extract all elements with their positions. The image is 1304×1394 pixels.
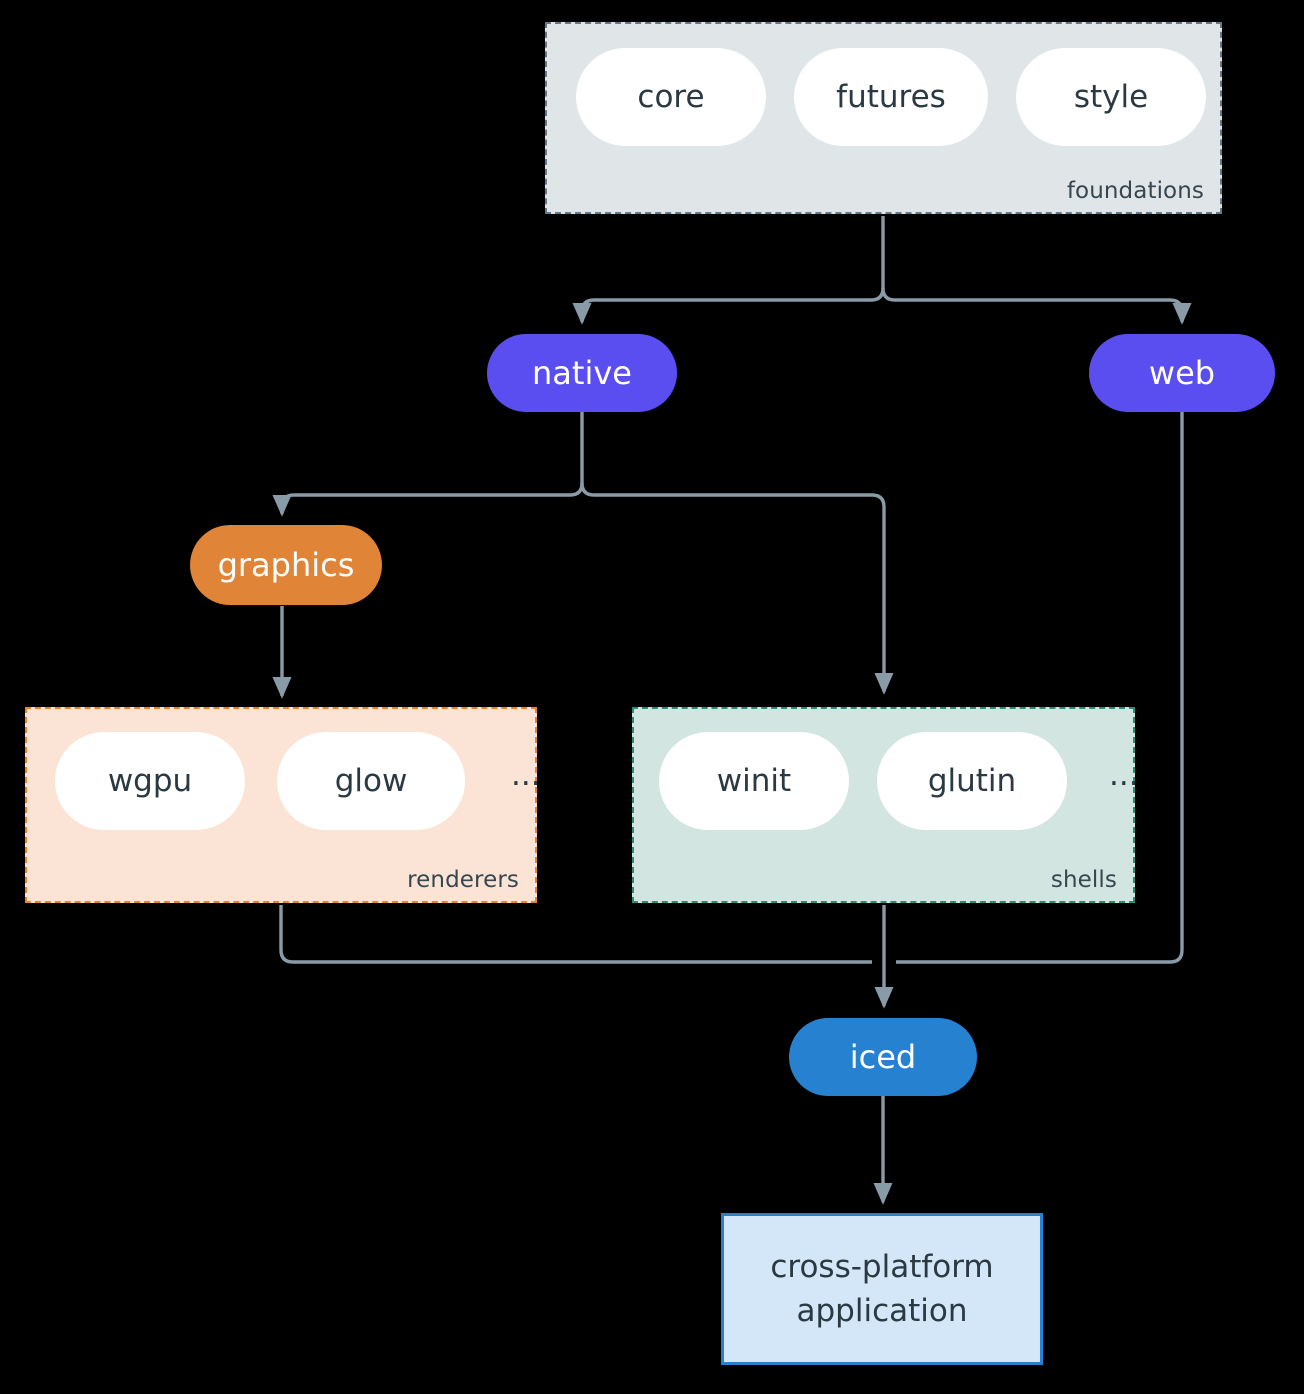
- node-web[interactable]: web: [1089, 334, 1275, 412]
- edge-web-to-iced: [896, 412, 1184, 964]
- node-glow[interactable]: glow: [277, 732, 465, 830]
- node-glutin[interactable]: glutin: [877, 732, 1067, 830]
- node-iced[interactable]: iced: [789, 1018, 977, 1096]
- node-native[interactable]: native: [487, 334, 677, 412]
- edge-renderers-to-iced: [279, 905, 872, 964]
- shells-more-ellipsis: ...: [1109, 756, 1139, 793]
- renderers-items: wgpu glow ...: [55, 732, 541, 830]
- edge-foundations-to-web: [881, 287, 1192, 325]
- application-line-2: application: [796, 1293, 968, 1329]
- node-graphics[interactable]: graphics: [190, 525, 382, 605]
- application-line-1: cross-platform: [770, 1248, 994, 1285]
- node-style[interactable]: style: [1016, 48, 1206, 146]
- shells-items: winit glutin ...: [659, 732, 1139, 830]
- edge-native-to-shells: [580, 482, 894, 695]
- node-wgpu[interactable]: wgpu: [55, 732, 245, 830]
- group-shells: winit glutin ... shells: [632, 707, 1139, 903]
- edge-foundations-to-native: [572, 287, 885, 325]
- group-label-foundations: foundations: [1066, 178, 1204, 204]
- renderers-more-ellipsis: ...: [511, 756, 541, 793]
- node-core[interactable]: core: [576, 48, 766, 146]
- group-label-shells: shells: [1050, 867, 1117, 893]
- node-futures[interactable]: futures: [794, 48, 988, 146]
- group-renderers: wgpu glow ... renderers: [25, 707, 541, 903]
- node-winit[interactable]: winit: [659, 732, 849, 830]
- group-label-renderers: renderers: [407, 867, 519, 893]
- foundations-items: core futures style: [576, 48, 1206, 146]
- node-cross-platform-application[interactable]: cross-platform application: [721, 1213, 1043, 1365]
- group-foundations: core futures style foundations: [545, 22, 1222, 214]
- edge-native-to-graphics: [272, 482, 584, 517]
